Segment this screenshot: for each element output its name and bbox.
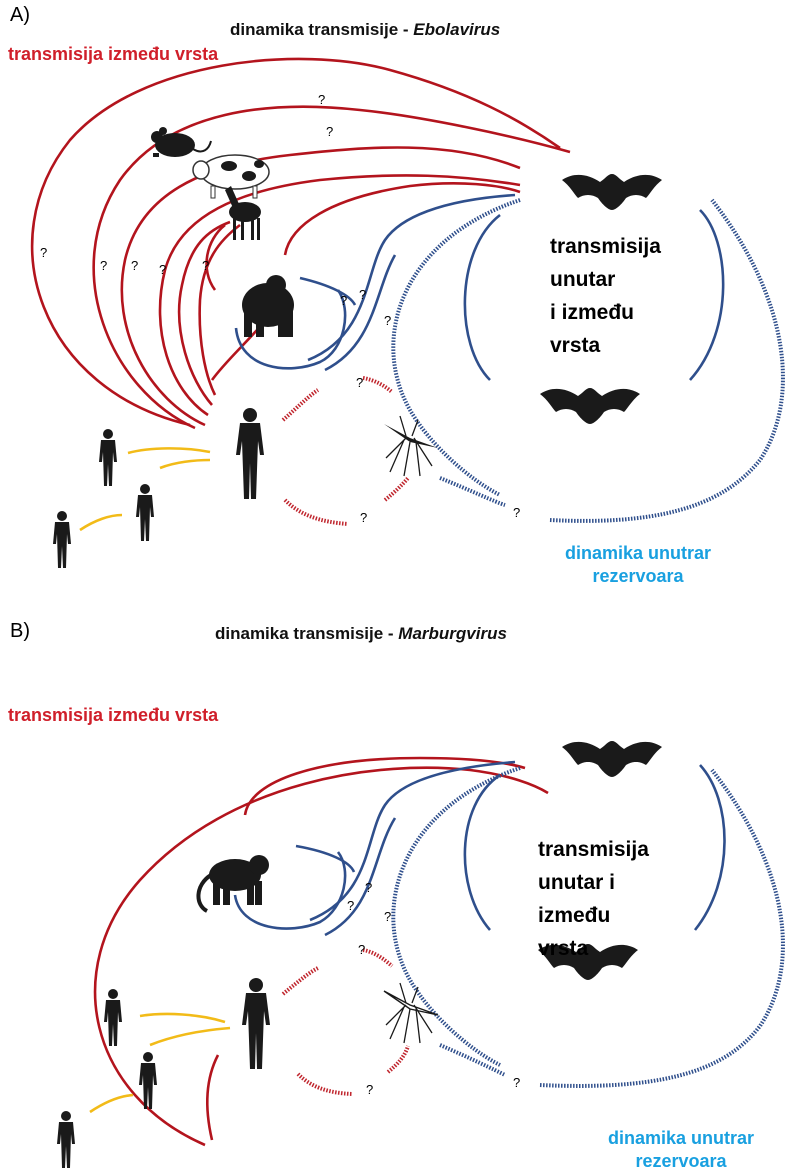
question-mark: ? xyxy=(100,258,107,273)
question-mark: ? xyxy=(360,510,367,525)
human-icon xyxy=(57,1111,75,1168)
within-between-species-label: transmisija unutar i između vrsta xyxy=(538,833,649,965)
monkey-icon xyxy=(198,855,269,911)
panel-a-diagram xyxy=(0,0,801,590)
reservoir-label-line: dinamika unutrar xyxy=(565,542,711,565)
question-mark: ? xyxy=(159,262,166,277)
gorilla-icon xyxy=(242,275,294,337)
reservoir-dynamics-label: dinamika unutrar rezervoara xyxy=(565,542,711,588)
question-mark: ? xyxy=(513,1075,520,1090)
human-icon xyxy=(236,408,264,499)
within-label-line: između xyxy=(538,899,649,932)
question-mark: ? xyxy=(366,1082,373,1097)
within-label-line: transmisija xyxy=(538,833,649,866)
within-between-species-label: transmisija unutar i između vrsta xyxy=(550,230,661,362)
panel-b: B) dinamika transmisije - Marburgvirus t… xyxy=(0,590,801,1173)
within-label-line: vrsta xyxy=(550,329,661,362)
bat-icon xyxy=(562,174,662,210)
mosquito-icon xyxy=(384,983,438,1043)
vector-links xyxy=(283,378,408,524)
human-icon xyxy=(136,484,154,541)
question-mark: ? xyxy=(326,124,333,139)
within-label-line: unutar xyxy=(550,263,661,296)
within-species-arcs xyxy=(235,762,725,935)
reservoir-dynamics-label: dinamika unutrar rezervoara xyxy=(608,1127,754,1173)
bat-icon xyxy=(540,388,640,424)
question-mark: ? xyxy=(356,375,363,390)
question-mark: ? xyxy=(513,505,520,520)
within-label-line: unutar i xyxy=(538,866,649,899)
reservoir-label-line: dinamika unutrar xyxy=(608,1127,754,1150)
bat-icon xyxy=(562,741,662,777)
question-mark: ? xyxy=(358,942,365,957)
question-mark: ? xyxy=(40,245,47,260)
within-label-line: i između xyxy=(550,296,661,329)
reservoir-label-line: rezervoara xyxy=(565,565,711,588)
question-mark: ? xyxy=(340,293,347,308)
question-mark: ? xyxy=(202,258,209,273)
reservoir-label-line: rezervoara xyxy=(608,1150,754,1173)
human-icon xyxy=(99,429,117,486)
panel-a: A) dinamika transmisije - Ebolavirus tra… xyxy=(0,0,801,590)
human-icon xyxy=(53,511,71,568)
question-mark: ? xyxy=(131,258,138,273)
question-mark: ? xyxy=(384,909,391,924)
within-label-line: transmisija xyxy=(550,230,661,263)
question-mark: ? xyxy=(318,92,325,107)
panel-b-diagram xyxy=(0,590,801,1173)
human-icon xyxy=(242,978,270,1069)
question-mark: ? xyxy=(384,313,391,328)
question-mark: ? xyxy=(359,287,366,302)
human-icon xyxy=(104,989,122,1046)
mosquito-icon xyxy=(384,416,438,476)
between-species-arcs xyxy=(32,59,570,428)
question-mark: ? xyxy=(347,898,354,913)
within-label-line: vrsta xyxy=(538,932,649,965)
question-mark: ? xyxy=(365,880,372,895)
